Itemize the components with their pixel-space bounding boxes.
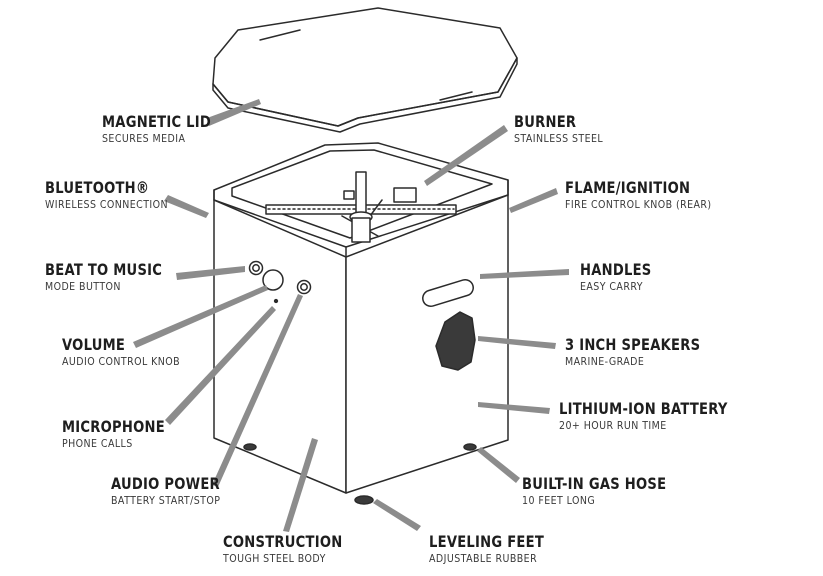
callout-handles: HANDLES EASY CARRY: [580, 260, 667, 293]
pointer-magnetic-lid: [207, 99, 261, 126]
pointer-handles: [480, 269, 569, 279]
callout-title: FLAME/IGNITION: [565, 178, 691, 197]
pointer-beat-to-music: [176, 266, 245, 280]
callout-subtitle: BATTERY START/STOP: [111, 494, 221, 507]
pointer-speakers: [478, 336, 556, 349]
callout-flame-ignition: FLAME/IGNITION FIRE CONTROL KNOB (REAR): [565, 178, 735, 211]
control-panel: [248, 260, 312, 304]
speaker-grille: [435, 311, 476, 371]
callout-subtitle: AUDIO CONTROL KNOB: [62, 355, 181, 368]
pointer-battery: [478, 402, 550, 414]
callout-subtitle: 20+ HOUR RUN TIME: [559, 419, 667, 432]
callout-title: MAGNETIC LID: [102, 112, 212, 131]
callout-title: AUDIO POWER: [111, 474, 220, 493]
callout-title: BEAT TO MUSIC: [45, 260, 163, 279]
pointer-volume: [133, 285, 268, 348]
callout-title: VOLUME: [62, 335, 126, 354]
callout-subtitle: ADJUSTABLE RUBBER: [429, 552, 538, 565]
pointer-microphone: [165, 306, 276, 425]
callout-subtitle: MARINE-GRADE: [565, 355, 645, 368]
callout-title: BURNER: [514, 112, 577, 131]
callout-battery: LITHIUM-ION BATTERY 20+ HOUR RUN TIME: [559, 399, 765, 432]
callout-bluetooth: BLUETOOTH® WIRELESS CONNECTION: [45, 178, 188, 211]
callout-subtitle: TOUGH STEEL BODY: [223, 552, 326, 565]
callout-title: CONSTRUCTION: [223, 532, 343, 551]
callout-title: BLUETOOTH®: [45, 178, 150, 197]
callout-subtitle: SECURES MEDIA: [102, 132, 186, 145]
pointer-audio-power: [212, 294, 303, 487]
callout-title: LITHIUM-ION BATTERY: [559, 399, 728, 418]
callout-volume: VOLUME AUDIO CONTROL KNOB: [62, 335, 199, 368]
callout-construction: CONSTRUCTION TOUGH STEEL BODY: [223, 532, 369, 565]
callout-title: LEVELING FEET: [429, 532, 545, 551]
callout-gas-hose: BUILT-IN GAS HOSE 10 FEET LONG: [522, 474, 698, 507]
pointer-bluetooth: [164, 195, 209, 218]
pointer-gas-hose: [477, 447, 520, 483]
pointer-construction: [283, 438, 318, 532]
callout-microphone: MICROPHONE PHONE CALLS: [62, 417, 188, 450]
callout-title: MICROPHONE: [62, 417, 165, 436]
handle-slot: [422, 278, 474, 308]
leveling-feet: [243, 443, 477, 505]
callout-subtitle: EASY CARRY: [580, 280, 643, 293]
pointer-burner: [424, 125, 508, 186]
callout-magnetic-lid: MAGNETIC LID SECURES MEDIA: [102, 112, 235, 145]
callout-title: BUILT-IN GAS HOSE: [522, 474, 667, 493]
callout-subtitle: 10 FEET LONG: [522, 494, 596, 507]
callout-burner: BURNER STAINLESS STEEL: [514, 112, 618, 145]
callout-title: HANDLES: [580, 260, 652, 279]
burner-assembly: [265, 171, 457, 243]
callout-subtitle: FIRE CONTROL KNOB (REAR): [565, 198, 712, 211]
callout-subtitle: WIRELESS CONNECTION: [45, 198, 169, 211]
callout-subtitle: PHONE CALLS: [62, 437, 133, 450]
callout-audio-power: AUDIO POWER BATTERY START/STOP: [111, 474, 244, 507]
pointer-leveling-feet: [373, 499, 421, 531]
callout-subtitle: MODE BUTTON: [45, 280, 121, 293]
callout-title: 3 INCH SPEAKERS: [565, 335, 701, 354]
magnetic-lid-panel: [212, 7, 518, 133]
callout-beat-to-music: BEAT TO MUSIC MODE BUTTON: [45, 260, 188, 293]
callout-leveling-feet: LEVELING FEET ADJUSTABLE RUBBER: [429, 532, 569, 565]
table-body: [213, 142, 509, 494]
callout-speakers: 3 INCH SPEAKERS MARINE-GRADE: [565, 335, 730, 368]
pointer-flame-ignition: [509, 188, 558, 213]
callout-subtitle: STAINLESS STEEL: [514, 132, 604, 145]
